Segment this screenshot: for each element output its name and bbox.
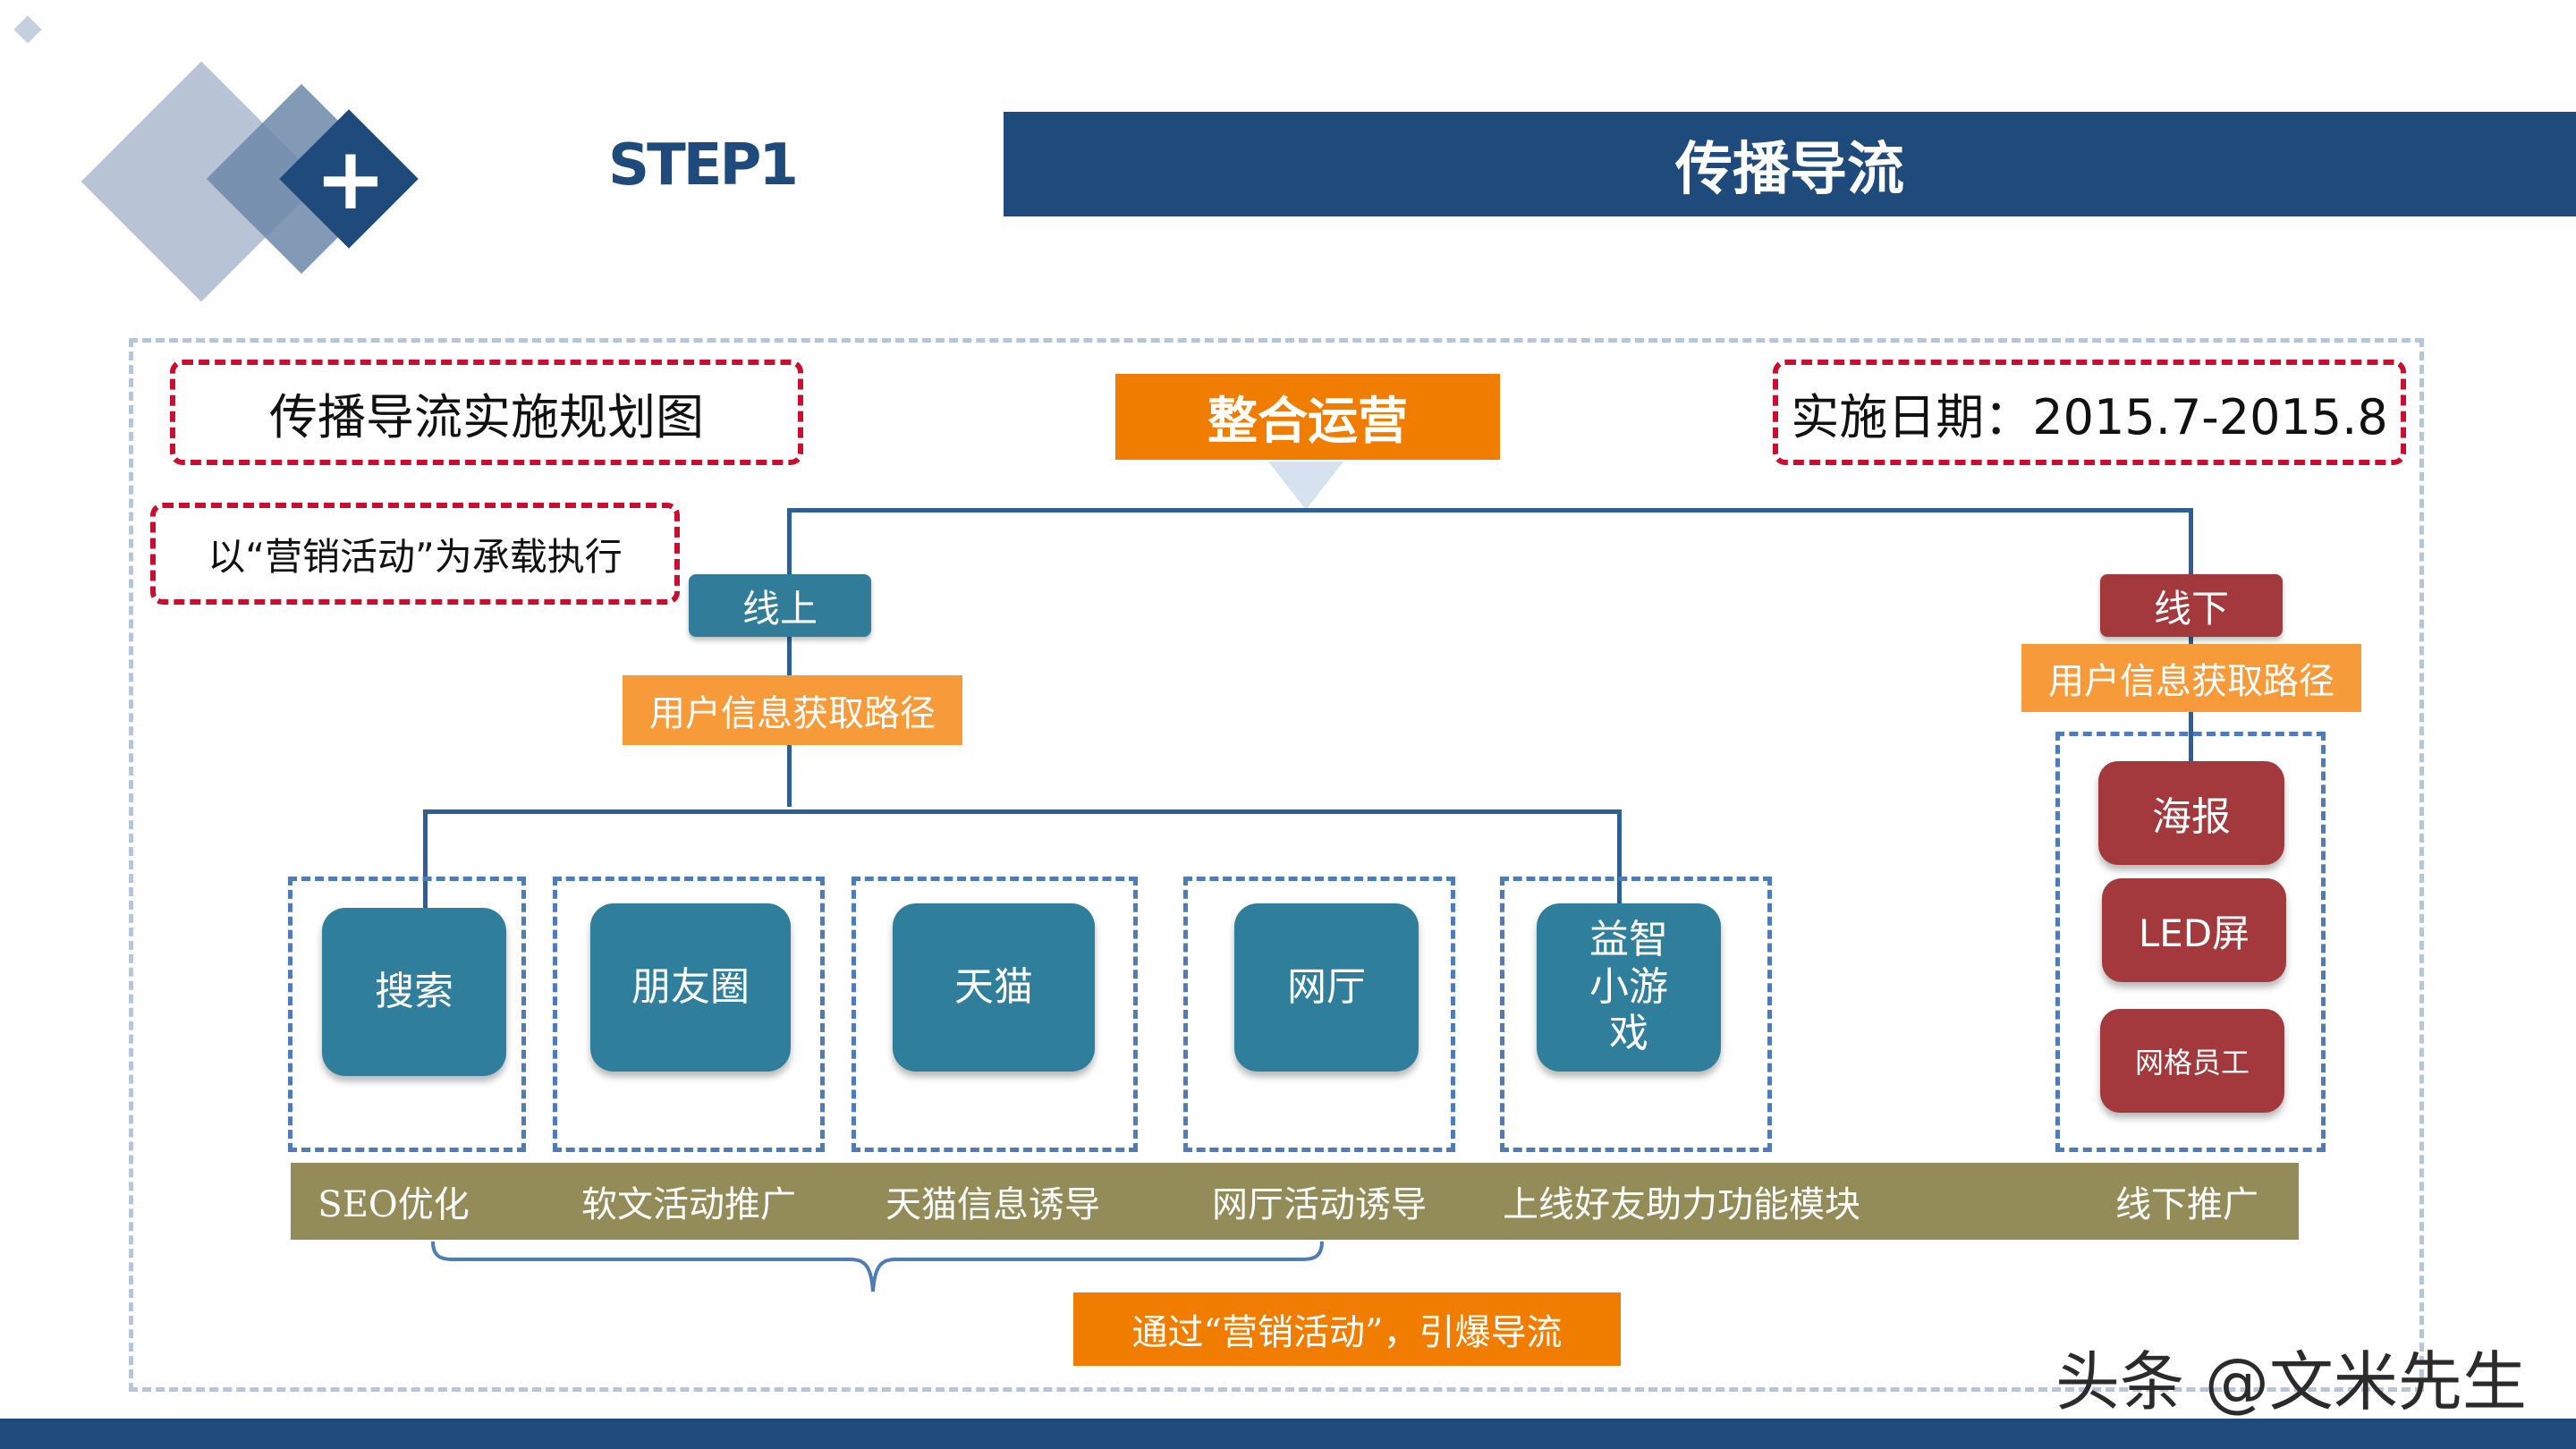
methods-bar (291, 1163, 2299, 1240)
channel-tmall: 天猫 (893, 903, 1095, 1072)
channel-frame (288, 877, 526, 1152)
method-online-hall: 网厅活动诱导 (1212, 1184, 1427, 1225)
method-offline: 线下推广 (2115, 1184, 2258, 1225)
connector-channels (423, 809, 1622, 814)
channel-grid-staff: 网格员工 (2100, 1009, 2284, 1113)
offline-channel-frame (2055, 732, 2326, 1152)
date-callout: 实施日期：2015.7-2015.8 (1773, 360, 2406, 465)
diagram-frame (129, 338, 2424, 1392)
decor-diamond-small (13, 15, 42, 44)
watermark: 头条 @文米先生 (2055, 1343, 2527, 1419)
carrier-callout: 以“营销活动”为承载执行 (150, 503, 680, 605)
page-title: 传播导流 (1675, 136, 1904, 203)
channel-mini-game: 益智 小游 戏 (1537, 903, 1721, 1072)
footer-bar (0, 1419, 2576, 1449)
method-tmall: 天猫信息诱导 (886, 1184, 1100, 1225)
summary-box: 通过“营销活动”，引爆导流 (1073, 1292, 1621, 1366)
connector-offline-drop (2189, 508, 2193, 576)
plus-icon: + (314, 129, 387, 229)
channel-moments: 朋友圈 (590, 903, 791, 1072)
channel-frame (553, 877, 825, 1152)
channel-search: 搜索 (322, 908, 506, 1076)
offline-label: 线下 (2100, 574, 2283, 637)
summary-brace (431, 1241, 1324, 1292)
offline-path-label: 用户信息获取路径 (2021, 644, 2361, 712)
channel-frame (1183, 877, 1455, 1152)
step-label: STEP1 (608, 132, 799, 199)
connector-top (787, 508, 2193, 513)
channel-online-hall: 网厅 (1234, 903, 1419, 1072)
online-label: 线上 (689, 574, 871, 637)
title-bar (1004, 112, 2576, 216)
down-arrow-icon (1268, 462, 1343, 510)
method-seo: SEO优化 (318, 1184, 470, 1225)
connector-online-drop (787, 508, 792, 576)
method-mini-game: 上线好友助力功能模块 (1503, 1184, 1860, 1225)
method-soft-article: 软文活动推广 (581, 1184, 796, 1225)
channel-poster: 海报 (2098, 761, 2284, 865)
channel-led-screen: LED屏 (2102, 878, 2286, 982)
channel-frame (852, 877, 1138, 1152)
online-path-label: 用户信息获取路径 (623, 675, 962, 745)
connector-game (1617, 809, 1622, 910)
connector-search (423, 809, 428, 910)
plan-title-callout: 传播导流实施规划图 (170, 360, 803, 465)
channel-frame (1500, 877, 1772, 1152)
core-operation-box: 整合运营 (1115, 374, 1500, 460)
